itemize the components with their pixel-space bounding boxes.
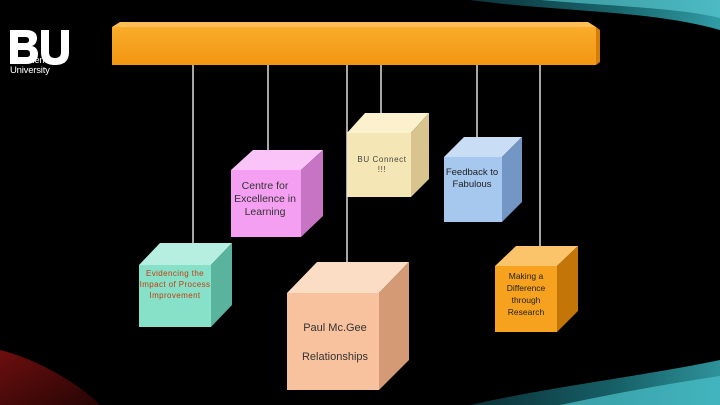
making-difference-label: Making a Difference through Research (506, 271, 546, 317)
evidencing-label: Evidencing the Impact of Process Improve… (139, 269, 211, 300)
logo-line-2: University (10, 65, 50, 76)
logo-line-1: Bournemouth (10, 55, 65, 66)
header-bar (112, 22, 600, 65)
paul-subtitle-label: Relationships (301, 351, 369, 363)
feedback-label: Feedback to Fabulous (445, 167, 499, 190)
feedback-box (444, 137, 522, 222)
paul-name-label: Paul Mc.Gee (303, 322, 367, 334)
making-difference-box (495, 246, 578, 332)
centre-excellence-box (231, 150, 323, 237)
centre-excellence-label: Centre for Excellence in Learning (234, 180, 296, 218)
bu-connect-label: BU Connect !!! (357, 155, 407, 174)
logo-wordmark: Bournemouth University (10, 56, 65, 76)
bu-connect-box (347, 113, 429, 197)
bu-logo-icon (10, 30, 69, 65)
paul-box (287, 262, 409, 390)
bottom-left-swoosh (0, 350, 100, 405)
top-right-swoosh-highlight (540, 0, 720, 18)
evidencing-box (139, 243, 232, 327)
bottom-right-swoosh-highlight (560, 376, 720, 405)
